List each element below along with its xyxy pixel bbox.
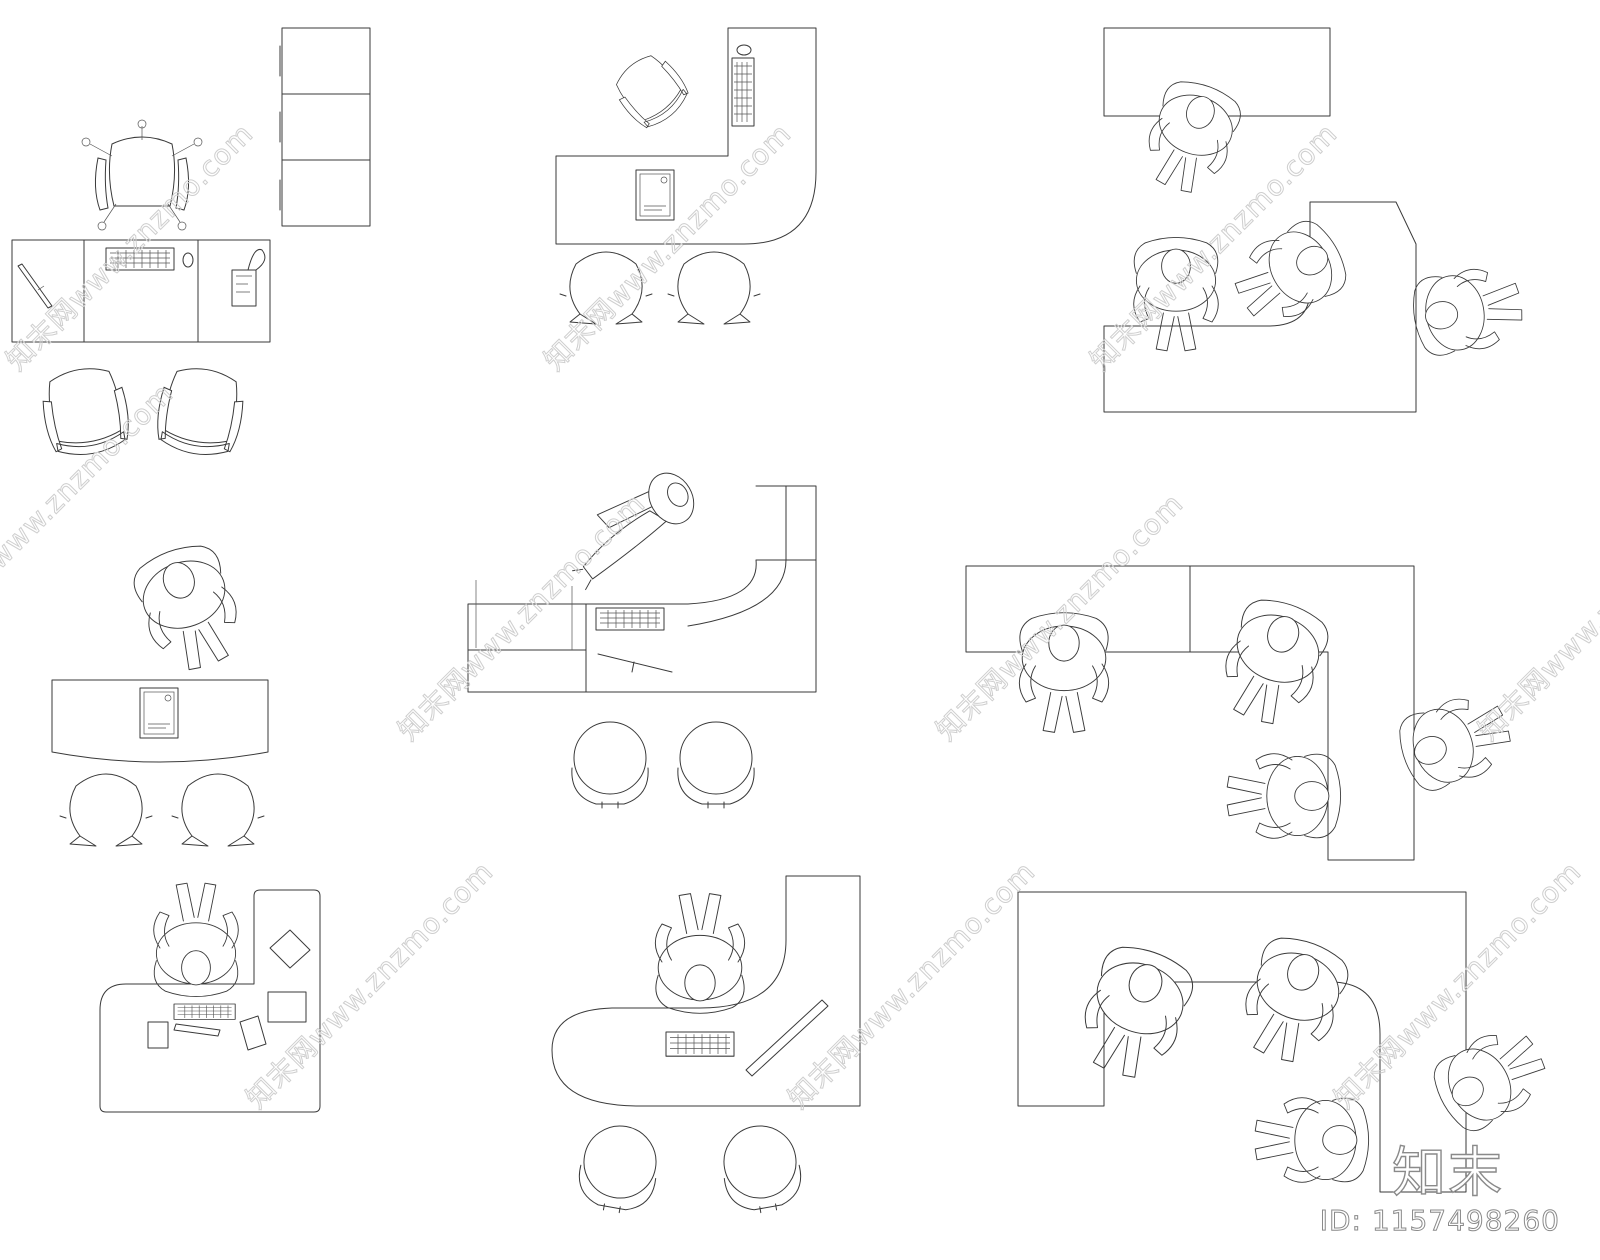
desk-phone <box>231 248 266 307</box>
image-id-label: ID: 1157498260 <box>1319 1204 1560 1238</box>
seated-person <box>1407 261 1528 360</box>
seated-person <box>654 893 746 1014</box>
visitor-shell-chair <box>667 251 761 325</box>
visitor-tub-chair <box>677 721 755 809</box>
workstation-l-desk-curved <box>555 27 817 325</box>
workstation-large-l-group <box>1017 891 1558 1193</box>
keyboard <box>173 1003 236 1020</box>
office-chair <box>606 45 696 136</box>
workstation-executive-desk <box>51 536 269 847</box>
seated-person <box>126 536 252 681</box>
seated-person <box>1230 928 1356 1073</box>
keyboard <box>595 607 665 631</box>
workstation-l-group <box>965 565 1520 861</box>
visitor-shell-chair <box>59 773 153 847</box>
watermark-text: 知末网www.znzmo.com <box>392 487 652 747</box>
seated-person <box>1068 936 1202 1089</box>
visitor-tub-chair <box>571 721 649 809</box>
visitor-tub-chair <box>715 1119 807 1219</box>
seated-person <box>153 882 239 998</box>
seated-person <box>1210 590 1336 735</box>
keyboard <box>731 57 755 127</box>
workstation-small-l <box>99 882 321 1113</box>
workstation-reception-counter <box>1103 27 1528 413</box>
workstation-straight-desk <box>11 27 371 462</box>
brand-logo: 知末 <box>1391 1140 1504 1204</box>
watermark-text: 知末网www.znzmo.com <box>1472 487 1600 747</box>
standing-person <box>572 472 695 591</box>
computer-monitor <box>17 263 53 309</box>
watermark-text: 知末网www.znzmo.com <box>240 855 500 1115</box>
workstation-large-curved <box>551 875 861 1219</box>
keyboard <box>665 1031 735 1057</box>
seated-person <box>1226 753 1342 839</box>
document <box>139 687 179 739</box>
seated-person <box>1423 1016 1558 1140</box>
watermark-layer: 知末网www.znzmo.com 知末网www.znzmo.com 知末网www… <box>0 116 1600 1115</box>
watermark-text: 知末网www.znzmo.com <box>782 855 1042 1115</box>
seated-person <box>1135 72 1248 202</box>
document <box>635 169 675 221</box>
visitor-shell-chair <box>171 773 265 847</box>
workstation-curved-l <box>467 472 817 809</box>
visitor-tub-chair <box>573 1119 665 1219</box>
